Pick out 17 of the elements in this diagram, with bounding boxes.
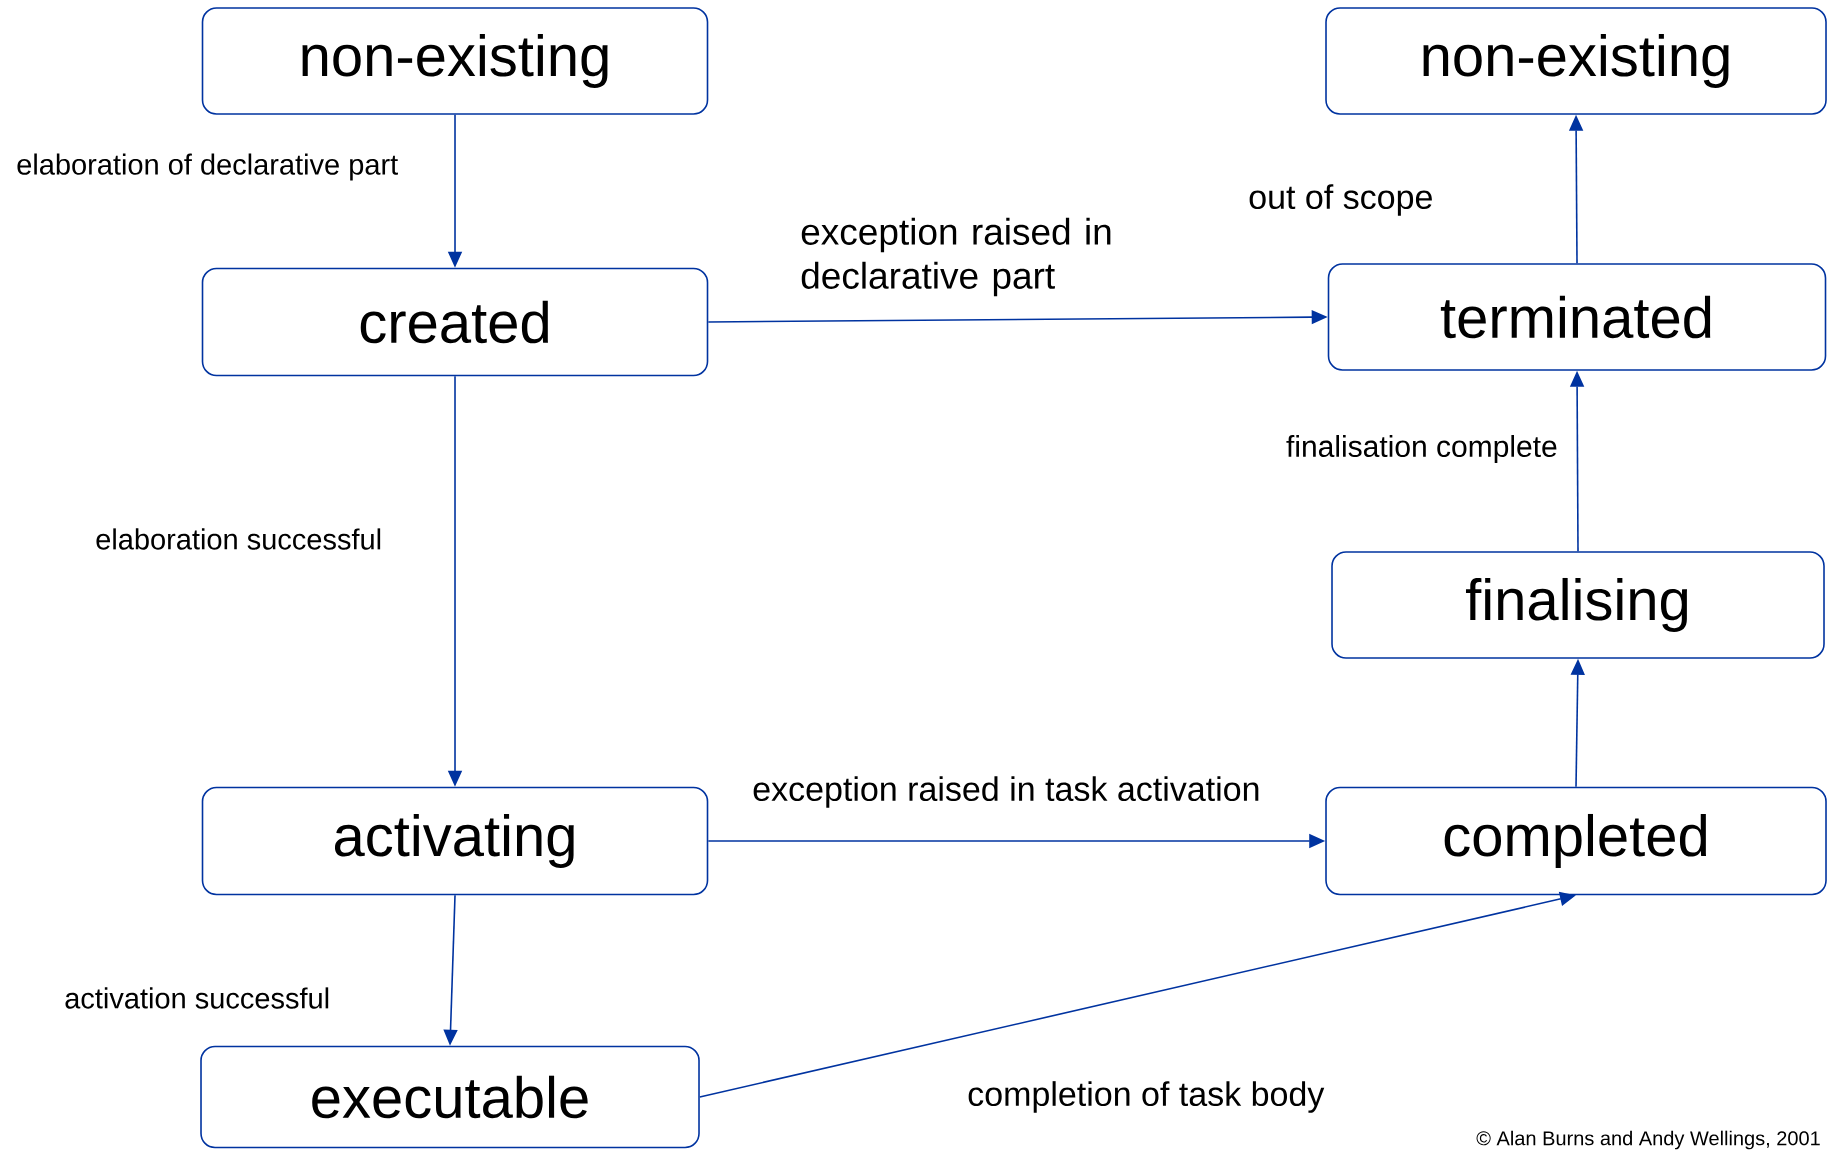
state-box: completed xyxy=(1325,786,1827,896)
copyright-note: © Alan Burns and Andy Wellings, 2001 xyxy=(1476,1130,1820,1150)
edge-label: completion of task body xyxy=(968,1081,1325,1113)
state-box: activating xyxy=(201,786,709,896)
state-box: finalising xyxy=(1331,551,1825,659)
state-box: created xyxy=(201,267,709,377)
state-box: non-existing xyxy=(1325,7,1827,115)
edge-label: activation successful xyxy=(65,987,329,1009)
state-box: executable xyxy=(200,1045,700,1149)
edge-label: exception raised in declarative part xyxy=(801,217,1111,297)
edge-label: exception raised in task activation xyxy=(753,776,1259,808)
edge-label: elaboration successful xyxy=(96,528,381,550)
state-box: non-existing xyxy=(201,7,709,115)
edge-label: out of scope xyxy=(1249,184,1432,216)
edge-label: finalisation complete xyxy=(1286,435,1557,463)
edge-label: elaboration of declarative part xyxy=(17,153,398,181)
state-box: terminated xyxy=(1327,263,1827,371)
